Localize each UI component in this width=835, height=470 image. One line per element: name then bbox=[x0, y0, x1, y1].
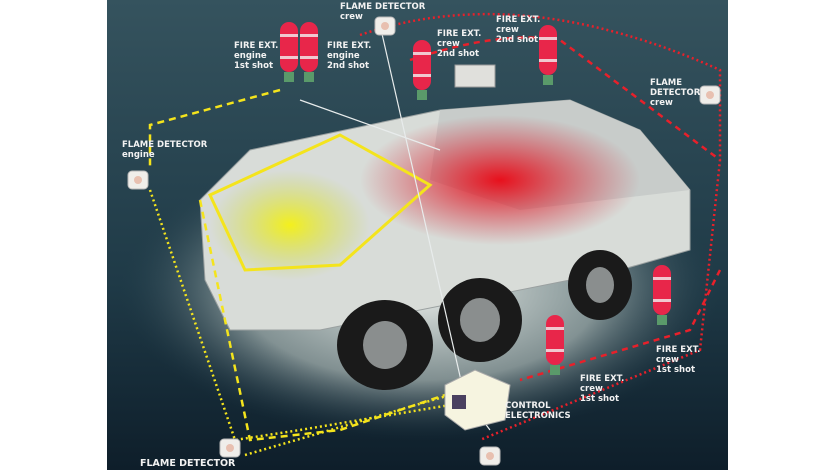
flame-detector-bottom-left bbox=[219, 438, 241, 458]
flame-detector-engine bbox=[127, 170, 149, 190]
flame-detector-crew-top bbox=[374, 16, 396, 36]
control-electronics-box bbox=[444, 369, 511, 431]
label-flame-detector-bottom: FLAME DETECTOR bbox=[140, 458, 236, 469]
crew-zone bbox=[360, 115, 640, 245]
engine-zone bbox=[210, 170, 370, 280]
wiring bbox=[148, 12, 722, 457]
flame-detector-crew-right bbox=[699, 85, 721, 105]
crew-detector-wire bbox=[359, 12, 722, 442]
engine-ext-wire bbox=[148, 88, 281, 170]
flame-detector-bottom-right bbox=[479, 446, 501, 466]
armored-vehicle bbox=[199, 64, 691, 390]
